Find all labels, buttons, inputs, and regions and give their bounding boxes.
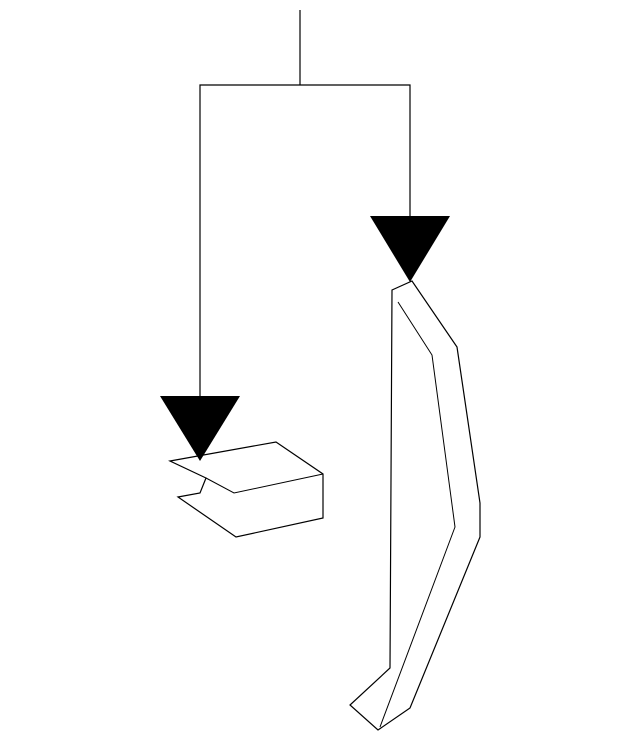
bracket-outline — [168, 441, 324, 538]
bracket-fold-edge — [205, 473, 324, 494]
trim-strip-callout-arrow — [370, 216, 450, 282]
trim-strip-outline — [349, 280, 481, 731]
trim-strip-part — [349, 280, 481, 731]
trim-strip-crease — [379, 301, 456, 728]
leader-branch — [199, 84, 411, 397]
bracket-callout-arrow — [160, 396, 240, 461]
bracket-part — [168, 441, 324, 538]
leader-lines — [199, 10, 411, 397]
